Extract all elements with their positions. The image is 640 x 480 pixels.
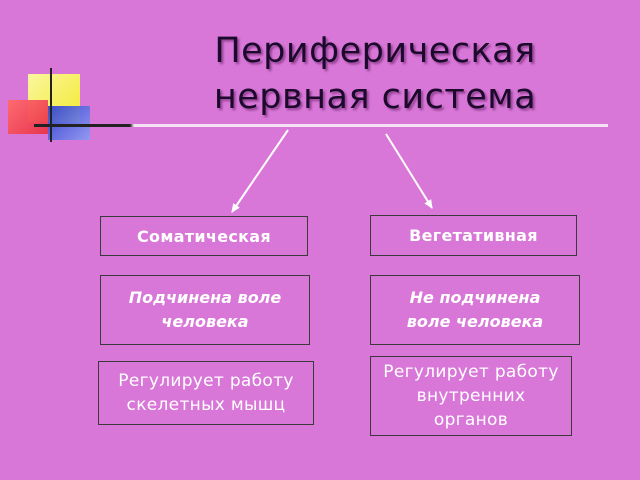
deco-vertical-line [50,68,52,142]
vegetative-header-box: Вегетативная [370,215,577,256]
page-title: Периферическая нервная система [140,28,610,120]
vegetative-function-line-2: внутренних [416,386,526,406]
arrow-left [231,129,289,213]
vegetative-function-line-1: Регулирует работу [383,362,559,382]
somatic-function-line-2: скелетных мышц [126,395,286,415]
vegetative-header: Вегетативная [409,226,538,245]
deco-blue-square [48,106,90,140]
somatic-property-line-2: человека [161,312,249,331]
somatic-function-line-1: Регулирует работу [118,371,294,391]
vegetative-property-line-2: воле человека [406,312,544,331]
somatic-header: Соматическая [137,226,271,246]
title-line-1: Периферическая [214,31,536,71]
somatic-header-box: Соматическая [100,216,308,256]
vegetative-property-box: Не подчинена воле человека [370,275,580,345]
vegetative-property-line-1: Не подчинена [409,288,541,307]
somatic-property-box: Подчинена воле человека [100,275,310,345]
vegetative-function-line-3: органов [433,410,509,430]
arrow-right [385,133,433,209]
deco-red-square [8,100,48,134]
vegetative-function-box: Регулирует работу внутренних органов [370,356,572,436]
somatic-property-line-1: Подчинена воле [128,288,282,307]
title-line-2: нервная система [213,77,537,117]
somatic-function-box: Регулирует работу скелетных мышц [98,361,314,425]
title-underline [34,124,608,127]
